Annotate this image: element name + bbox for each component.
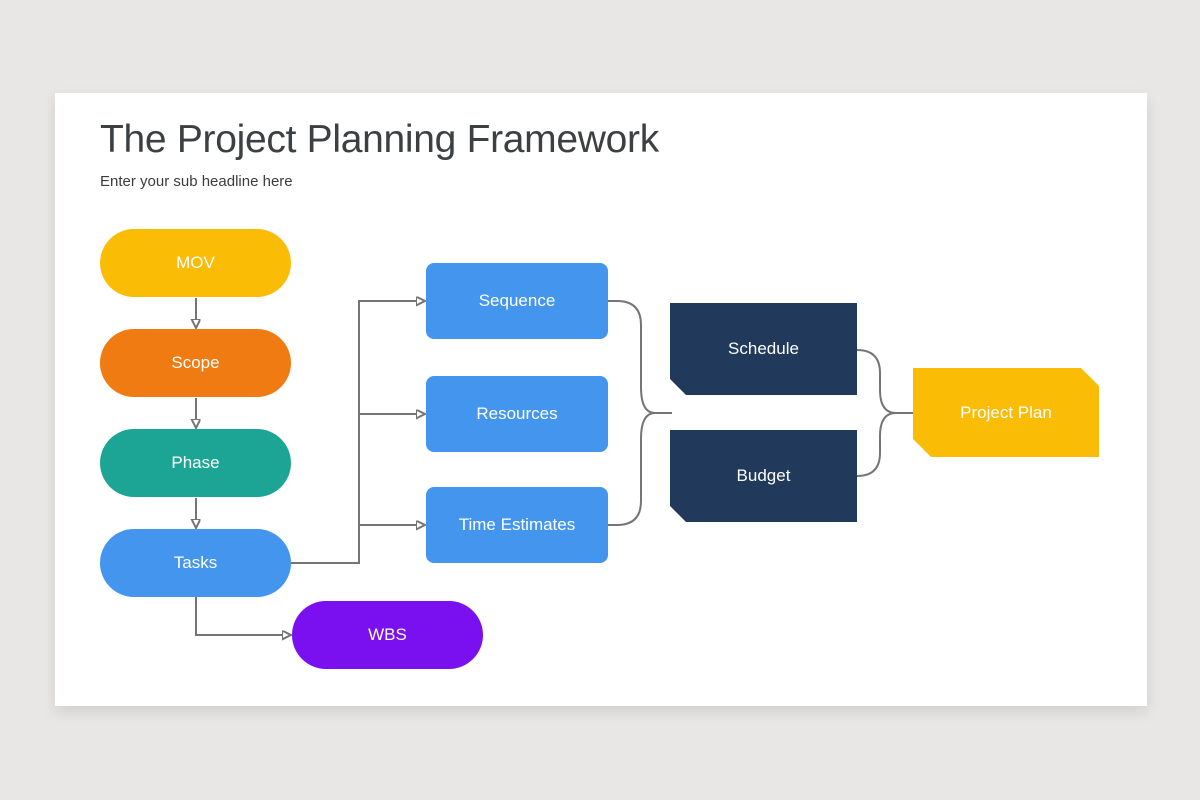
node-time-estimates: Time Estimates (426, 487, 608, 563)
page-title: The Project Planning Framework (100, 118, 659, 161)
node-schedule: Schedule (670, 303, 857, 395)
curve-sequence-merge (608, 300, 656, 414)
curve-schedule-merge (856, 349, 897, 414)
node-budget: Budget (670, 430, 857, 522)
node-scope-label: Scope (171, 353, 220, 372)
slide-card: The Project Planning Framework Enter you… (55, 93, 1147, 706)
node-mov: MOV (100, 229, 291, 297)
arrow-tasks-wbs (195, 597, 283, 635)
node-time-estimates-label: Time Estimates (458, 515, 576, 534)
node-tasks-label: Tasks (173, 553, 218, 572)
node-tasks: Tasks (100, 529, 291, 597)
page-subtitle: Enter your sub headline here (100, 173, 293, 190)
connector-lines (55, 93, 913, 706)
node-scope: Scope (100, 329, 291, 397)
node-wbs-label: WBS (368, 625, 407, 644)
node-mov-label: MOV (176, 253, 215, 272)
node-project-plan-label: Project Plan (960, 402, 1052, 422)
node-project-plan: Project Plan (913, 368, 1099, 457)
node-phase: Phase (100, 429, 291, 497)
node-resources: Resources (426, 376, 608, 452)
node-schedule-label: Schedule (728, 339, 799, 358)
node-wbs: WBS (292, 601, 483, 669)
node-sequence: Sequence (426, 263, 608, 339)
node-resources-label: Resources (476, 404, 558, 423)
node-budget-label: Budget (736, 466, 791, 485)
node-sequence-label: Sequence (478, 291, 556, 310)
node-phase-label: Phase (171, 453, 220, 472)
curve-budget-merge (856, 412, 897, 477)
arrow-tasks-sequence (291, 301, 417, 564)
curve-time-merge (608, 412, 656, 526)
